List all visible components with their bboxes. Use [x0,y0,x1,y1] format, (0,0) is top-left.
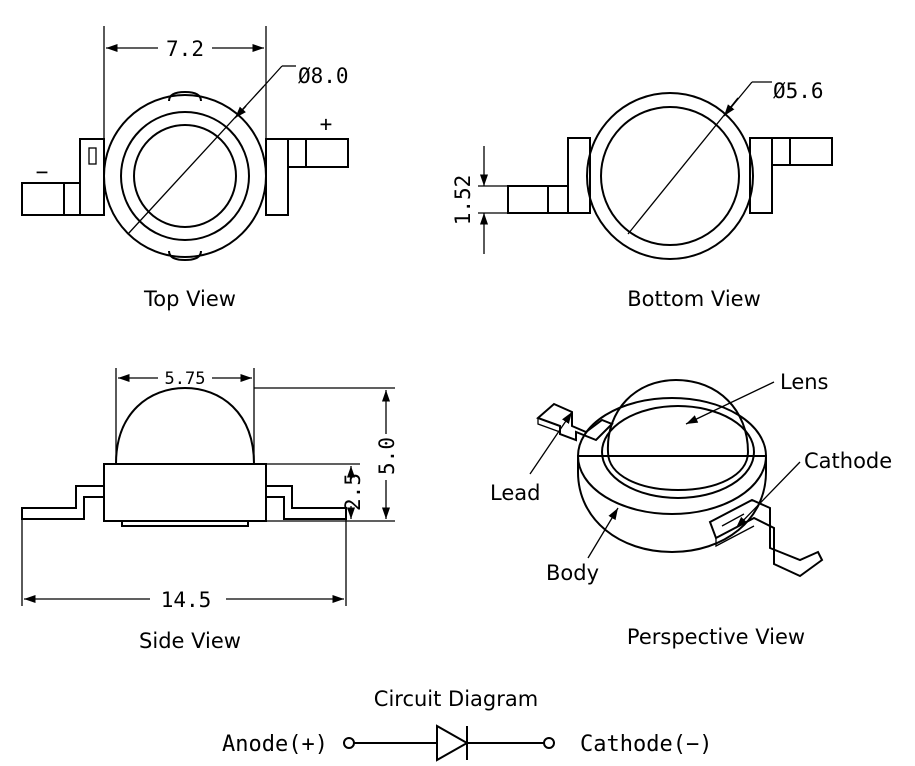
bottom-lead-right-neck [771,137,791,166]
top-lead-right-base [265,138,289,216]
bottom-lead-left-tab [507,185,549,214]
persp-lead-left [536,402,614,442]
top-body-outline [103,94,267,258]
bottom-diameter-line [627,97,739,235]
top-lens [133,124,237,228]
bottom-diameter-arrow [723,97,739,117]
circuit-cathode-terminal [543,737,555,749]
circuit-anode-label: Anode(+) [222,732,328,757]
top-lead-right-tab [305,138,349,168]
side-total-height-dim: 5.0 [375,437,399,475]
top-reflector-ring [120,111,250,241]
top-diameter-leader [263,65,283,87]
persp-lead-left-edge [537,418,561,433]
side-lead-left [21,485,104,520]
side-view-caption: Side View [139,629,241,653]
top-lead-left-tab [21,182,65,216]
bottom-body-outline [586,92,754,260]
side-lens-width-dim: 5.75 [165,369,206,389]
top-notch-lower [168,250,202,262]
persp-lead-leader [529,411,573,475]
persp-body-cylinder [577,455,767,554]
bottom-lead-left-neck [547,185,569,214]
bottom-view-caption: Bottom View [627,287,761,311]
top-view-caption: Top View [143,287,236,311]
perspective-view-caption: Perspective View [627,625,805,649]
persp-body-top [577,397,767,515]
top-lead-right-neck [287,138,307,168]
bottom-thickness-dim: 1.52 [451,175,475,226]
persp-lead-right-edge [715,525,755,548]
top-diameter-arrow [234,105,247,119]
persp-lens-label: Lens [780,370,829,394]
bottom-lead-right-base [749,137,773,214]
persp-cathode-mark [721,513,745,527]
persp-body-label: Body [546,561,599,585]
side-body-height-dim: 2.5 [341,473,365,511]
side-lens-dome [114,386,256,465]
side-body-block [103,463,267,522]
side-heat-slug [121,520,249,527]
bottom-lead-right-tab [789,137,833,166]
top-plus-label: + [320,112,333,136]
persp-lead-label: Lead [490,481,540,505]
persp-lens-dome [606,378,750,492]
circuit-diode-triangle [436,724,470,762]
persp-body-leader [587,507,619,559]
side-view: 5.75 5.0 2.5 14.5 Side View [21,368,399,653]
top-diameter-dim: Ø8.0 [298,64,349,88]
persp-reflector-ring [601,405,755,499]
top-notch-upper [168,90,202,102]
circuit-diagram: Circuit Diagram Anode(+) Cathode(−) [222,687,712,762]
circuit-anode-terminal [343,737,355,749]
side-total-length-dim: 14.5 [161,588,212,612]
circuit-title: Circuit Diagram [374,687,538,711]
persp-cathode-leader [735,461,801,529]
persp-lead-right [708,498,824,578]
bottom-view: Ø5.6 1.52 Bottom View [451,79,833,311]
top-lead-left-neck [63,182,81,216]
top-cathode-mark [88,147,97,165]
persp-lens-leader [685,381,775,425]
top-lead-left-base [79,138,105,216]
top-minus-label: − [36,160,49,184]
bottom-diameter-dim: Ø5.6 [773,79,824,103]
top-view: 7.2 − + Ø8.0 Top View [21,26,349,311]
perspective-view: Lens Cathode Lead Body Perspective View [490,370,892,649]
bottom-pad [600,106,740,246]
bottom-lead-left-base [567,137,591,214]
persp-cathode-label: Cathode [804,449,892,473]
side-lead-right [266,485,347,520]
circuit-cathode-label: Cathode(−) [580,732,712,757]
top-width-dim: 7.2 [166,37,204,61]
